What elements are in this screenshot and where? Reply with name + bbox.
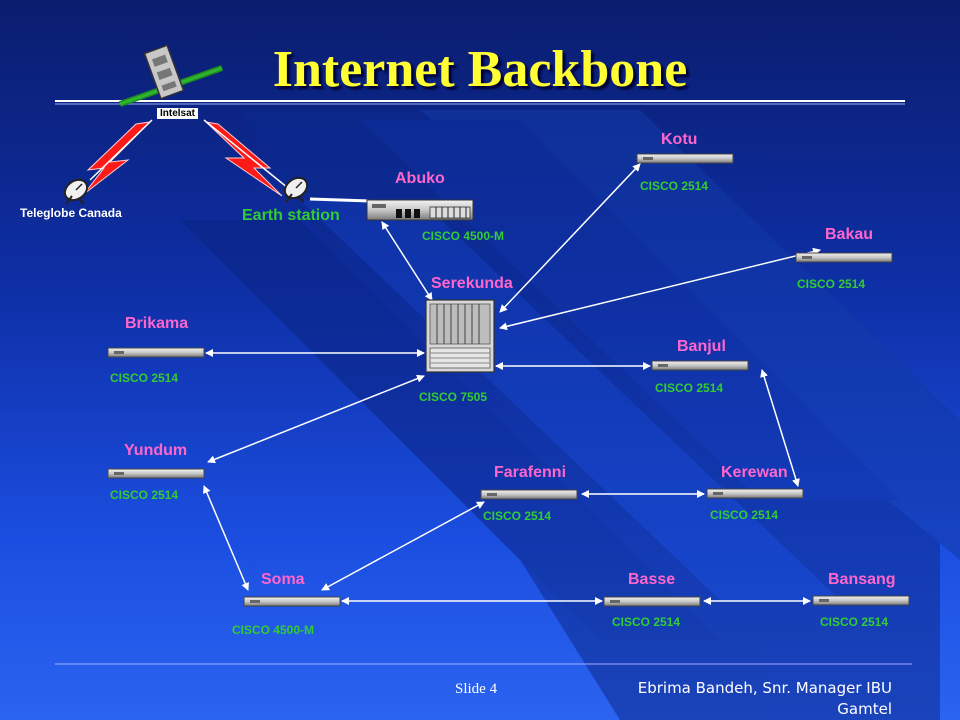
link-bakau-serekunda <box>499 247 821 331</box>
intelsat-label: Intelsat <box>157 108 199 119</box>
node-name-yundum: Yundum <box>124 442 188 459</box>
satellite-dish-icon <box>283 176 309 203</box>
node-name-banjul: Banjul <box>677 338 726 355</box>
node-model-abuko: CISCO 4500-M <box>422 229 505 243</box>
satellite-dish-icon <box>63 178 89 205</box>
link-kerewan-banjul <box>760 369 800 487</box>
node-model-brikama: CISCO 2514 <box>110 371 179 385</box>
footer-author-line: Ebrima Bandeh, Snr. Manager IBU <box>637 679 892 697</box>
lightning-bolt-right <box>203 119 289 197</box>
link-yundum-soma <box>203 485 249 591</box>
router-serekunda <box>425 299 495 373</box>
node-model-serekunda: CISCO 7505 <box>419 390 488 404</box>
slide-number: Slide 4 <box>455 681 498 697</box>
footer-organization: Gamtel <box>837 700 892 718</box>
node-name-basse: Basse <box>628 571 676 588</box>
earth-station-link <box>309 197 371 203</box>
node-model-banjul: CISCO 2514 <box>655 381 724 395</box>
router-farafenni <box>480 489 578 500</box>
router-basse <box>603 596 701 607</box>
node-model-bakau: CISCO 2514 <box>797 277 866 291</box>
background-band <box>180 220 720 640</box>
node-name-kerewan: Kerewan <box>721 464 788 481</box>
node-name-kotu: Kotu <box>661 131 698 148</box>
node-name-brikama: Brikama <box>125 315 189 332</box>
link-abuko-serekunda <box>381 221 433 301</box>
links <box>203 163 821 605</box>
node-name-serekunda: Serekunda <box>431 275 513 292</box>
link-serekunda-yundum <box>207 374 425 464</box>
node-model-yundum: CISCO 2514 <box>110 488 179 502</box>
node-name-farafenni: Farafenni <box>494 464 567 481</box>
node-name-abuko: Abuko <box>395 170 445 187</box>
teleglobe-canada-label: Teleglobe Canada <box>20 206 122 220</box>
node-model-farafenni: CISCO 2514 <box>483 509 552 523</box>
router-kotu <box>636 153 734 164</box>
router-bansang <box>812 595 910 606</box>
lightning-bolt-left <box>83 119 153 195</box>
router-bakau <box>795 252 893 263</box>
router-brikama <box>107 347 205 358</box>
node-model-basse: CISCO 2514 <box>612 615 681 629</box>
node-model-soma: CISCO 4500-M <box>232 623 315 637</box>
earth-station-label: Earth station <box>242 207 340 224</box>
node-name-bakau: Bakau <box>825 226 874 243</box>
node-model-bansang: CISCO 2514 <box>820 615 889 629</box>
node-model-kerewan: CISCO 2514 <box>710 508 779 522</box>
page-title: Internet Backbone <box>272 41 688 98</box>
node-name-bansang: Bansang <box>828 571 896 588</box>
node-name-soma: Soma <box>261 571 305 588</box>
router-yundum <box>107 468 205 479</box>
router-kerewan <box>706 488 804 499</box>
footer-author: Ebrima Bandeh, Snr. Manager IBU Gamtel <box>552 678 892 720</box>
router-abuko <box>366 199 474 221</box>
router-soma <box>243 596 341 607</box>
node-model-kotu: CISCO 2514 <box>640 179 709 193</box>
satellite-icon <box>119 44 223 107</box>
router-banjul <box>651 360 749 371</box>
link-farafenni-soma <box>321 501 485 591</box>
